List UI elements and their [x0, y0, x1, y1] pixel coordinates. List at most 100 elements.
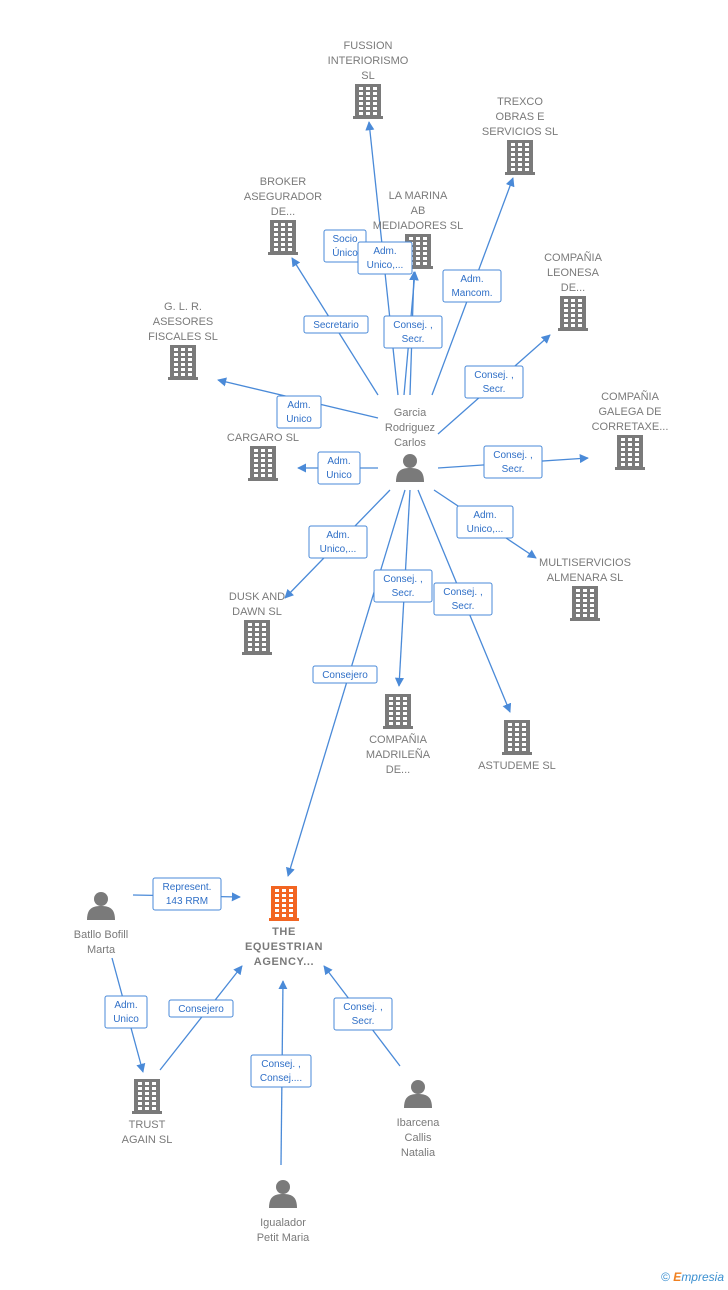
building-window	[389, 707, 393, 710]
building-window	[576, 589, 580, 592]
node-label-line: Garcia	[394, 407, 427, 419]
edge-label-garcia-to-equestrian[interactable]: Consejero	[312, 665, 378, 684]
company-node-equestrian[interactable]: THEEQUESTRIANAGENCY...	[245, 886, 323, 968]
edge-label-garcia-to-lamarina[interactable]: Consej. ,Secr.	[383, 315, 443, 349]
building-window	[423, 252, 427, 255]
building-window	[152, 1092, 156, 1095]
edge-label-garcia-to-trexco[interactable]: Adm.Mancom.	[442, 269, 502, 303]
building-window	[275, 899, 279, 902]
building-window	[515, 728, 519, 731]
building-icon	[242, 620, 272, 655]
node-label-line: LA MARINA	[389, 190, 448, 202]
building-base	[558, 328, 588, 331]
company-node-leonesa[interactable]: COMPAÑIALEONESADE...	[544, 251, 603, 331]
building-window	[423, 247, 427, 250]
node-label-line: DAWN SL	[232, 606, 282, 618]
building-window	[181, 353, 185, 356]
edge-label-garcia-to-multi[interactable]: Adm.Unico,...	[456, 505, 514, 539]
building-window	[275, 909, 279, 912]
company-node-broker[interactable]: BROKERASEGURADORDE...	[244, 176, 322, 255]
edge-label-garcia-to-lamarina[interactable]: Adm.Unico,...	[357, 241, 413, 275]
edge-label-text: Consej. ,	[383, 574, 422, 585]
building-window	[282, 909, 286, 912]
building-window	[564, 314, 568, 317]
building-window	[423, 242, 427, 245]
building-window	[389, 717, 393, 720]
building-window	[366, 97, 370, 100]
edge-label-garcia-to-broker[interactable]: Secretario	[303, 315, 369, 334]
node-label-line: AB	[411, 205, 426, 217]
node-label-line: SERVICIOS SL	[482, 126, 558, 138]
building-window	[389, 722, 393, 725]
building-window	[571, 314, 575, 317]
building-window	[518, 143, 522, 146]
building-window	[181, 358, 185, 361]
building-window	[281, 243, 285, 246]
edge-label-ibarcena-to-equestrian[interactable]: Consej. ,Secr.	[333, 997, 393, 1031]
edge-label-box	[373, 569, 433, 603]
building-icon	[132, 1079, 162, 1114]
company-node-astudeme[interactable]: ASTUDEME SL	[478, 720, 556, 772]
building-window	[515, 733, 519, 736]
edge-label-text: 143 RRM	[166, 896, 208, 907]
building-window	[621, 443, 625, 446]
building-window	[262, 633, 266, 636]
building-window	[254, 469, 258, 472]
building-window	[261, 449, 265, 452]
building-window	[628, 443, 632, 446]
building-window	[525, 143, 529, 146]
edge-label-garcia-to-madrilena[interactable]: Consej. ,Secr.	[373, 569, 433, 603]
edge-label-batllo-to-equestrian[interactable]: Represent.143 RRM	[152, 877, 222, 911]
edge-label-garcia-to-astudeme[interactable]: Consej. ,Secr.	[433, 582, 493, 616]
node-label-line: G. L. R.	[164, 301, 202, 313]
building-window	[359, 92, 363, 95]
edge-label-batllo-to-trust[interactable]: Adm.Unico	[104, 995, 148, 1029]
edge-label-trust-to-equestrian[interactable]: Consejero	[168, 999, 234, 1018]
node-label-line: ALMENARA SL	[547, 572, 623, 584]
person-icon	[87, 892, 115, 920]
building-window	[268, 469, 272, 472]
building-window	[261, 464, 265, 467]
edge-label-garcia-to-leonesa[interactable]: Consej. ,Secr.	[464, 365, 524, 399]
building-window	[525, 163, 529, 166]
building-window	[268, 464, 272, 467]
edge-label-garcia-to-cargaro[interactable]: Adm.Unico	[317, 451, 361, 485]
building-window	[590, 604, 594, 607]
building-window	[564, 319, 568, 322]
building-window	[261, 454, 265, 457]
building-window	[145, 1087, 149, 1090]
node-label-line: Ibarcena	[397, 1117, 441, 1129]
empresia-watermark[interactable]: © Empresia	[661, 1270, 724, 1284]
building-window	[525, 158, 529, 161]
company-node-madrilena[interactable]: COMPAÑIAMADRILEÑADE...	[366, 694, 431, 776]
building-window	[268, 449, 272, 452]
edge-label-garcia-to-galega[interactable]: Consej. ,Secr.	[483, 445, 543, 479]
company-node-cargaro[interactable]: CARGARO SL	[227, 432, 299, 481]
edge-label-text: Unico	[326, 470, 352, 481]
person-icon	[269, 1180, 297, 1208]
building-window	[145, 1107, 149, 1110]
building-window	[359, 107, 363, 110]
edge-label-garcia-to-dusk[interactable]: Adm.Unico,...	[308, 525, 368, 559]
building-window	[396, 712, 400, 715]
building-window	[138, 1102, 142, 1105]
edge-label-garcia-to-glr[interactable]: Adm.Unico	[276, 395, 322, 429]
edge-label-igualador-to-equestrian[interactable]: Consej. ,Consej....	[250, 1054, 312, 1088]
edge-label-box	[317, 451, 361, 485]
building-window	[628, 453, 632, 456]
person-head	[403, 454, 417, 468]
building-window	[152, 1087, 156, 1090]
